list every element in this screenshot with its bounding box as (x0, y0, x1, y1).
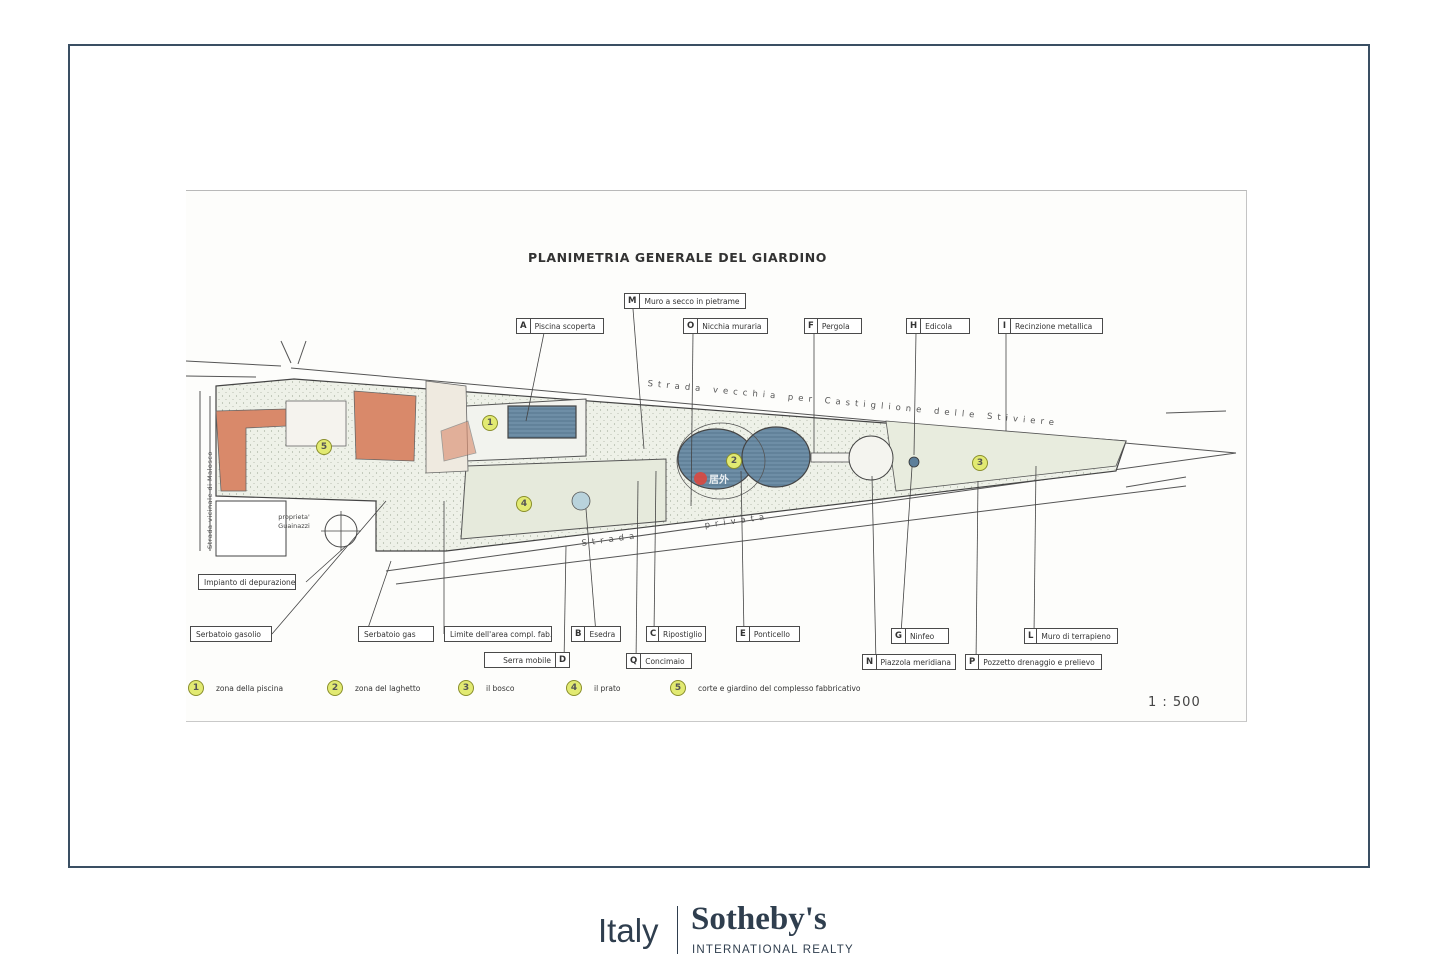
woods-zone-3 (885, 420, 1127, 492)
road-label-vicinale: Strada vicinale di Malosco (206, 451, 214, 549)
zone-badge-2: 2 (726, 453, 742, 469)
zone-badge-4: 4 (516, 496, 532, 512)
footer-brand: Italy Sotheby's INTERNATIONAL REALTY (0, 900, 1440, 960)
plan-title: PLANIMETRIA GENERALE DEL GIARDINO (528, 250, 828, 265)
leader-lines (271, 308, 1037, 664)
brand-name: Sotheby's (691, 901, 827, 937)
label-serbatoio-gasolio: Serbatoio gasolio (190, 626, 272, 642)
label-limite: Limite dell'area compl. fab. (444, 626, 552, 642)
sundial-piazzola (848, 435, 894, 481)
zone-badge-3: 3 (972, 455, 988, 471)
neighbor-property (215, 500, 287, 557)
label-serbatoio-gas: Serbatoio gas (358, 626, 434, 642)
swimming-pool (507, 405, 577, 439)
nymphaeum (908, 456, 920, 468)
watermark-logo: 居外 (694, 471, 729, 486)
brand-divider (677, 906, 678, 954)
watermark-icon (694, 472, 707, 485)
zone-badge-5: 5 (316, 439, 332, 455)
garden-plan-drawing (186, 308, 1237, 664)
brand-subtitle: INTERNATIONAL REALTY (692, 944, 854, 956)
buildings (215, 380, 477, 492)
garden-plan-sheet: PLANIMETRIA GENERALE DEL GIARDINO Strada… (186, 190, 1247, 722)
label-impianto: Impianto di depurazione (198, 574, 296, 590)
brand-region: Italy (598, 912, 659, 949)
lawn-zone-4 (460, 458, 667, 540)
exedra (571, 491, 591, 511)
neighbor-property-note: proprieta' Guainazzi (278, 513, 310, 530)
scale-label: 1 : 500 (1148, 695, 1201, 710)
zone-badge-1: 1 (482, 415, 498, 431)
